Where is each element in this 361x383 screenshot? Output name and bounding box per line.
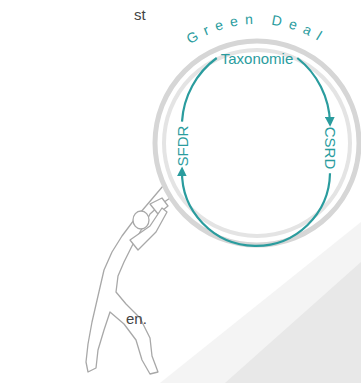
pushing-figure: [86, 186, 172, 374]
node-text: Taxonomie: [221, 51, 294, 66]
svg-text:Green Deal: Green Deal: [184, 11, 331, 47]
node-text: CSRD: [323, 127, 338, 170]
cycle-label: CSRD: [323, 127, 338, 170]
cropped-text: en.: [126, 310, 147, 327]
arc-heading: Green Deal: [184, 11, 331, 47]
cycle-arrow: [182, 58, 217, 122]
node-text: SFDR: [175, 126, 190, 167]
cycle-arrow: [297, 58, 330, 123]
slope: [225, 262, 361, 383]
cycle-label: Taxonomie: [221, 51, 294, 66]
cycle-label: SFDR: [175, 126, 190, 167]
cropped-text: st: [134, 6, 146, 23]
wheel-circle: Green DealTaxonomieCSRDSFDR: [152, 38, 361, 248]
cycle-arrow: [182, 170, 330, 245]
